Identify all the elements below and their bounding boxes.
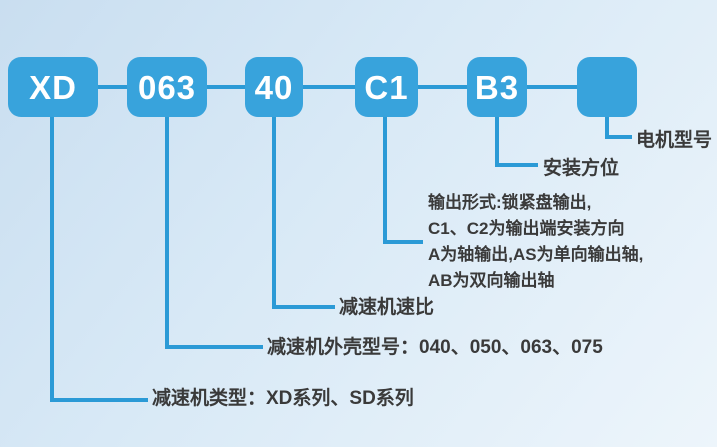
- leader-horizontal-b3: [495, 163, 538, 167]
- label-output-form: 输出形式:锁紧盘输出, C1、C2为输出端安装方向 A为轴输出,AS为单向输出轴…: [428, 190, 643, 294]
- leader-horizontal-c1: [383, 240, 423, 244]
- label-speed-ratio: 减速机速比: [339, 297, 435, 318]
- leader-horizontal-xd: [50, 398, 148, 402]
- box-connector-1: [98, 85, 127, 89]
- code-box-c1-text: C1: [364, 68, 409, 106]
- leader-vertical-063: [165, 117, 169, 349]
- code-box-xd-text: XD: [29, 68, 77, 106]
- label-output-form-line-2: C1、C2为输出端安装方向: [428, 219, 625, 238]
- box-connector-3: [303, 85, 355, 89]
- box-connector-4: [418, 85, 467, 89]
- label-output-form-line-1: 输出形式:锁紧盘输出,: [428, 193, 592, 212]
- leader-horizontal-motor: [605, 135, 632, 139]
- label-motor-model: 电机型号: [636, 130, 713, 151]
- label-output-form-line-3: A为轴输出,AS为单向输出轴,: [428, 245, 644, 264]
- label-output-form-line-4: AB为双向输出轴: [428, 271, 555, 290]
- code-box-40: 40: [245, 57, 303, 117]
- leader-horizontal-063: [165, 345, 263, 349]
- leader-horizontal-40: [272, 305, 335, 309]
- leader-vertical-b3: [495, 117, 499, 167]
- code-box-c1: C1: [355, 57, 418, 117]
- leader-vertical-40: [272, 117, 276, 309]
- label-reducer-type: 减速机类型：XD系列、SD系列: [152, 388, 414, 409]
- box-connector-5: [527, 85, 577, 89]
- code-box-063: 063: [127, 57, 207, 117]
- code-box-motor: [577, 57, 637, 117]
- code-box-40-text: 40: [254, 68, 294, 106]
- code-box-b3-text: B3: [474, 68, 520, 106]
- leader-vertical-motor: [605, 117, 609, 139]
- leader-vertical-xd: [50, 117, 54, 402]
- label-mounting-orientation: 安装方位: [543, 158, 620, 179]
- label-housing-model: 减速机外壳型号：040、050、063、075: [267, 337, 603, 358]
- box-connector-2: [207, 85, 245, 89]
- code-box-xd: XD: [8, 57, 98, 117]
- code-box-063-text: 063: [137, 68, 197, 106]
- code-box-b3: B3: [467, 57, 527, 117]
- leader-vertical-c1: [383, 117, 387, 244]
